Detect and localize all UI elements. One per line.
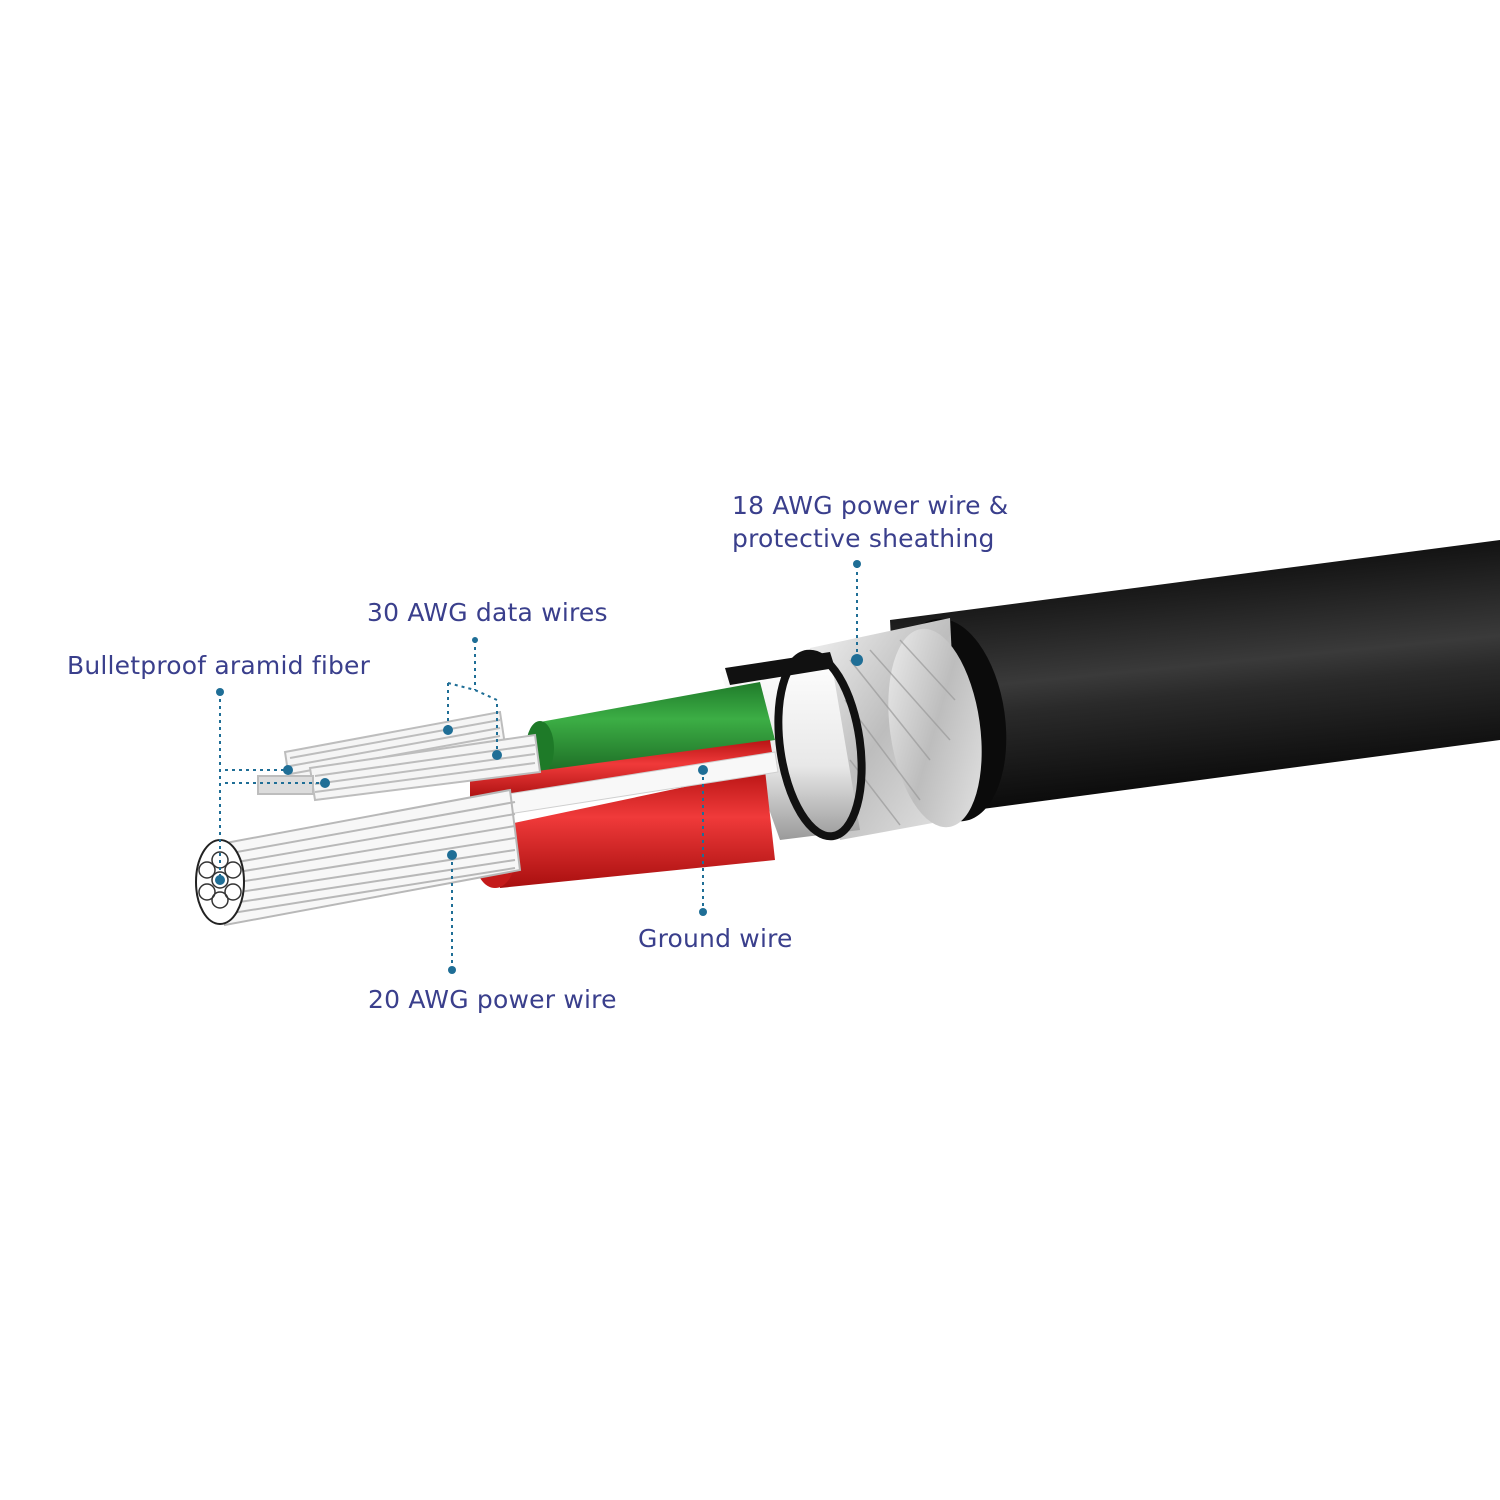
leader-dots — [215, 560, 863, 974]
label-20awg-power: 20 AWG power wire — [368, 985, 617, 1014]
label-sheathing-line2: protective sheathing — [732, 524, 995, 553]
leader-lines — [219, 565, 858, 970]
power-conductor-strands — [195, 788, 522, 927]
red-data-wire — [470, 740, 775, 800]
label-data-wires: 30 AWG data wires — [367, 598, 608, 627]
label-sheathing-line1: 18 AWG power wire & — [732, 491, 1009, 520]
label-ground-wire: Ground wire — [638, 924, 793, 953]
label-aramid-fiber: Bulletproof aramid fiber — [67, 651, 371, 680]
